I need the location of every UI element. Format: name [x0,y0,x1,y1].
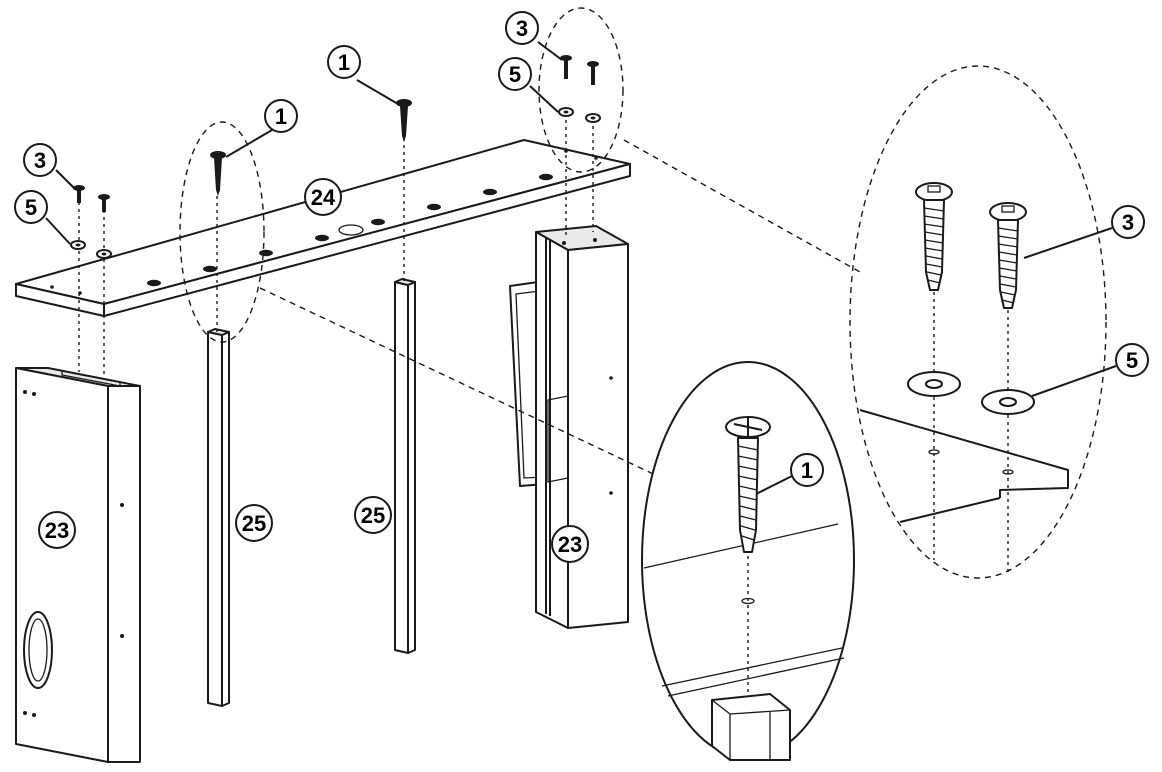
callout-1-detail: 1 [790,453,824,487]
callout-25-right: 25 [354,496,392,534]
top-board [15,139,631,317]
screw-1-top [396,99,412,142]
svg-text:23: 23 [558,532,582,557]
svg-text:3: 3 [34,148,46,173]
svg-text:25: 25 [361,503,385,528]
callout-25-left: 25 [235,504,273,542]
callout-5-detail: 5 [1115,343,1149,377]
svg-text:25: 25 [242,511,266,536]
svg-text:23: 23 [45,518,69,543]
callout-3-left: 3 [23,143,57,177]
screw-1-left [210,151,226,196]
svg-text:5: 5 [1126,348,1138,373]
detail-screw-1 [641,361,855,761]
screws-3-right [560,55,599,85]
callout-5-left: 5 [14,190,48,224]
svg-text:24: 24 [311,185,336,210]
callout-3-detail: 3 [1111,205,1145,239]
callout-leaders [45,41,1117,495]
callout-24: 24 [304,178,342,216]
callout-23-right: 23 [551,525,589,563]
side-panel-left [15,367,141,763]
detail-screws-washers [849,65,1107,579]
washers-5-left [70,240,112,259]
svg-text:1: 1 [801,458,813,483]
callout-1-left: 1 [264,99,298,133]
screws-3-left [73,185,110,212]
rail-left [207,328,230,707]
svg-text:5: 5 [25,195,37,220]
callout-23-left: 23 [38,511,76,549]
washers-5-right [558,107,601,123]
assembly-guide-lines [78,7,861,481]
svg-text:1: 1 [338,50,350,75]
rail-right [394,278,416,654]
svg-text:1: 1 [275,104,287,129]
svg-text:3: 3 [516,16,528,41]
side-panel-right [509,225,629,629]
callout-3-right: 3 [505,11,539,45]
svg-text:3: 3 [1122,210,1134,235]
callout-5-right: 5 [498,57,532,91]
callout-1-top: 1 [327,45,361,79]
svg-text:5: 5 [509,62,521,87]
